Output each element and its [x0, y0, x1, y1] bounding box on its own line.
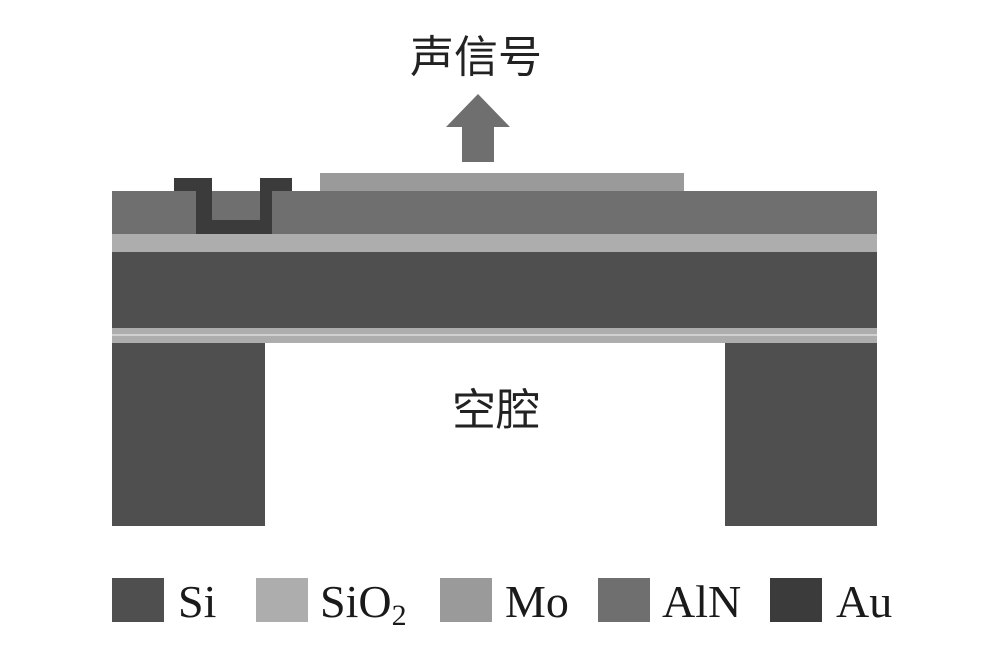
legend-label-sio2-main: SiO — [320, 576, 392, 627]
legend-item-au: Au — [770, 576, 892, 627]
si-substrate-left — [112, 343, 265, 526]
legend-label-si: Si — [178, 576, 216, 627]
legend-label-mo: Mo — [505, 576, 569, 627]
si-substrate-right — [725, 343, 877, 526]
mo-top-electrode — [320, 173, 684, 191]
legend-label-sio2: SiO2 — [320, 576, 407, 632]
legend-swatch-aln — [598, 578, 650, 622]
legend-label-au: Au — [836, 576, 892, 627]
sio2-upper-layer — [112, 234, 877, 252]
legend-swatch-si — [112, 578, 164, 622]
signal-arrow — [446, 94, 510, 162]
legend-item-mo: Mo — [440, 576, 569, 627]
legend-item-sio2: SiO2 — [256, 576, 407, 632]
si-device-layer — [112, 252, 877, 328]
cavity-label: 空腔 — [452, 385, 540, 436]
legend: Si SiO2 Mo AlN Au — [112, 576, 892, 632]
acoustic-signal-label: 声信号 — [410, 32, 542, 83]
legend-swatch-mo — [440, 578, 492, 622]
au-contact — [174, 178, 292, 234]
legend-label-aln: AlN — [662, 576, 741, 627]
legend-swatch-au — [770, 578, 822, 622]
legend-item-si: Si — [112, 576, 216, 627]
legend-item-aln: AlN — [598, 576, 741, 627]
legend-swatch-sio2 — [256, 578, 308, 622]
legend-label-sio2-subscript: 2 — [392, 599, 407, 632]
